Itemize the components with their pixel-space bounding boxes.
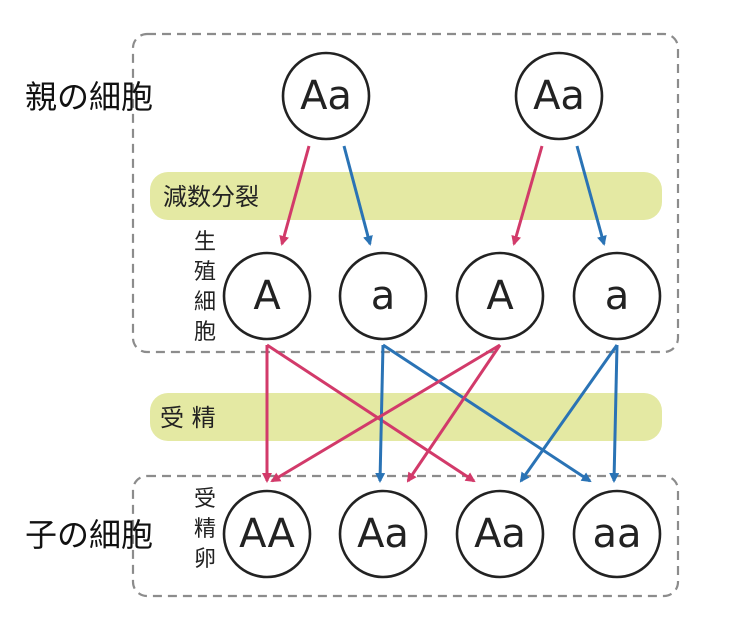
gamete-vlabel-char: 細 — [194, 290, 216, 315]
offspring-cell: aa — [572, 489, 662, 579]
gamete-allele: a — [605, 273, 630, 319]
fertilization-arrows — [262, 343, 620, 483]
zygote-vertical-label: 受 精 卵 — [194, 487, 216, 572]
offspring-section-box — [131, 474, 680, 598]
meiosis-label: 減数分裂 — [163, 183, 259, 211]
gamete-vertical-label: 生 殖 細 胞 — [194, 230, 216, 345]
zygote-vlabel-char: 卵 — [194, 547, 216, 572]
gamete-cell: A — [222, 251, 312, 341]
offspring-genotype: Aa — [357, 511, 409, 557]
fertilization-label: 受 精 — [160, 404, 216, 432]
gamete-vlabel-char: 殖 — [194, 260, 216, 285]
offspring-genotype: AA — [239, 511, 295, 557]
fertilization-arrow-red — [266, 343, 476, 483]
gamete-vlabel-char: 胞 — [194, 320, 216, 345]
zygote-vlabel-char: 受 — [194, 487, 216, 512]
fertilization-arrow-blue — [519, 344, 619, 483]
offspring-cell: AA — [222, 489, 312, 579]
gamete-allele: a — [371, 273, 396, 319]
fertilization-arrow-blue — [609, 344, 620, 483]
offspring-genotype: aa — [592, 511, 641, 557]
meiosis-arrow-red — [511, 145, 544, 246]
offspring-genotype: Aa — [474, 511, 526, 557]
meiosis-arrow-blue — [342, 145, 373, 246]
gamete-allele: A — [486, 273, 514, 319]
parent-genotype: Aa — [533, 73, 585, 119]
meiosis-arrows — [279, 145, 607, 246]
parent-cell: Aa — [281, 51, 371, 141]
parent-section-box — [131, 32, 680, 354]
gamete-cell: a — [338, 251, 428, 341]
gamete-vlabel-char: 生 — [194, 230, 216, 255]
gamete-cell: a — [572, 251, 662, 341]
offspring-cell: Aa — [455, 489, 545, 579]
gamete-cell: A — [455, 251, 545, 341]
offspring-cell: Aa — [338, 489, 428, 579]
meiosis-arrow-blue — [575, 145, 607, 246]
meiosis-arrow-red — [279, 145, 311, 246]
meiosis-band — [150, 172, 662, 220]
parent-genotype: Aa — [300, 73, 352, 119]
child-cells-label: 子の細胞 — [25, 516, 153, 554]
fertilization-arrow-red — [270, 343, 501, 483]
gamete-allele: A — [253, 273, 281, 319]
fertilization-arrow-blue — [375, 344, 386, 483]
parent-cell: Aa — [514, 51, 604, 141]
parent-cells-label: 親の細胞 — [25, 78, 153, 116]
fertilization-arrow-blue — [382, 343, 592, 483]
fertilization-band — [150, 393, 662, 441]
fertilization-arrow-red — [406, 344, 502, 483]
zygote-vlabel-char: 精 — [194, 517, 216, 542]
